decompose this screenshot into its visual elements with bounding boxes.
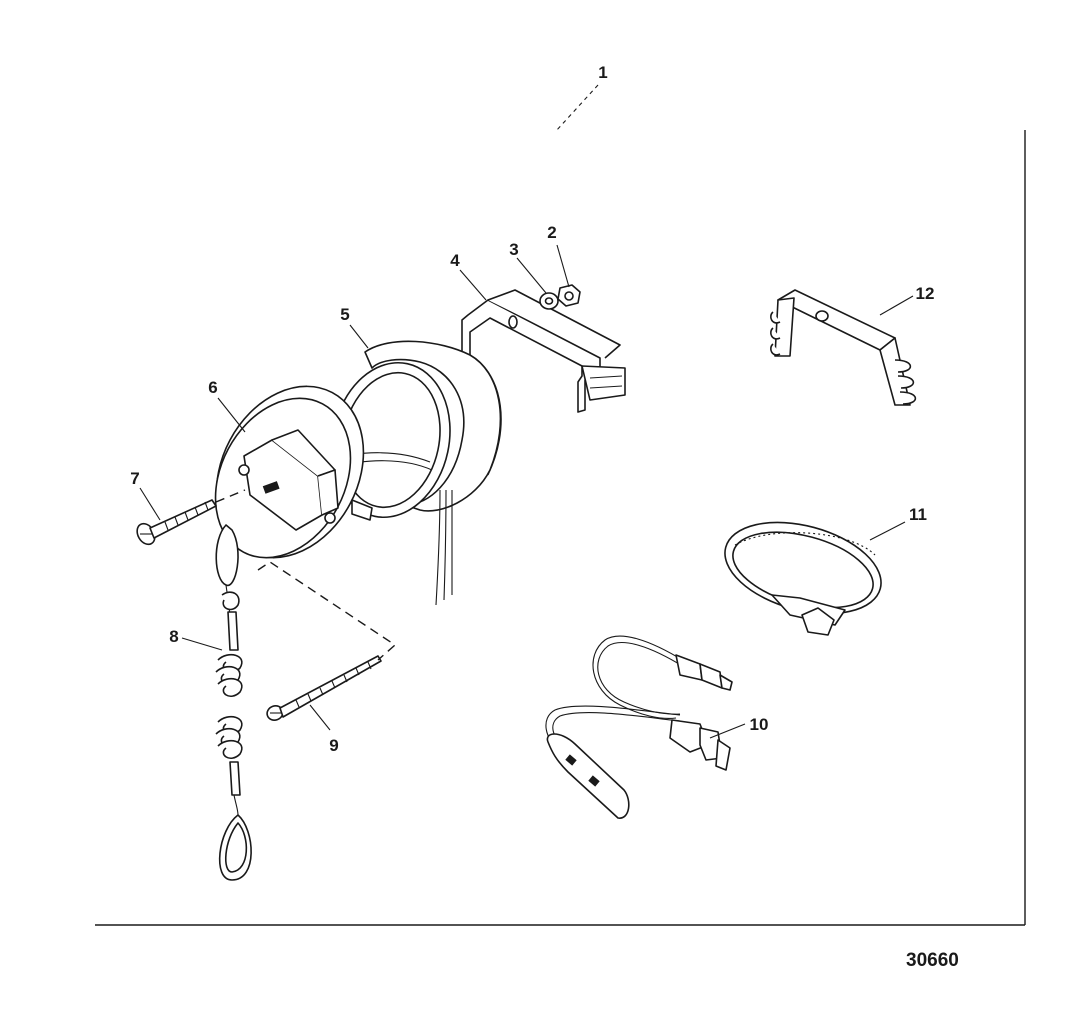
callout-10: 10 (750, 715, 769, 734)
bezel-plate (214, 385, 373, 559)
figure-number: 30660 (906, 950, 959, 971)
gauge-housing (331, 340, 502, 519)
long-screw-alignment-line (257, 561, 397, 661)
callout-1: 1 (598, 63, 607, 82)
callout-9: 9 (329, 736, 338, 755)
washer (539, 292, 559, 310)
callout-12: 12 (916, 284, 935, 303)
screw-alignment-line (215, 489, 246, 503)
lanyard-cord (215, 524, 252, 881)
leader-lines (139, 84, 914, 739)
long-screw (266, 655, 382, 721)
hex-nut (557, 284, 581, 307)
wire-harness (545, 635, 733, 819)
callout-2: 2 (547, 223, 556, 242)
mounting-screw (136, 499, 217, 546)
mounting-bracket (461, 289, 626, 413)
cable-tie-strap (724, 521, 882, 636)
callout-11: 11 (909, 505, 927, 524)
callout-8: 8 (169, 627, 178, 646)
callout-3: 3 (509, 240, 518, 259)
callout-6: 6 (208, 378, 217, 397)
callout-7: 7 (130, 469, 139, 488)
clip-bracket (770, 289, 917, 406)
callout-4: 4 (450, 251, 460, 270)
callout-5: 5 (340, 305, 349, 324)
